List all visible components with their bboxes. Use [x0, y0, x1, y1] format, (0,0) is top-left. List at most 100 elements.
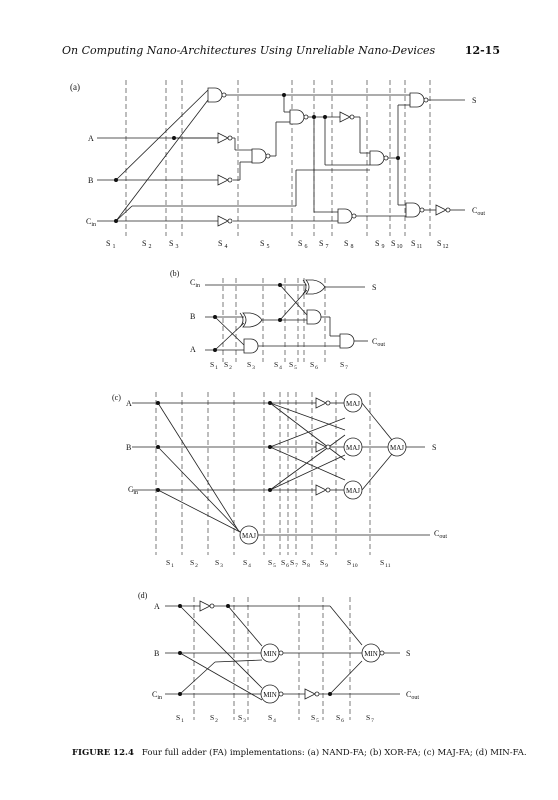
- panel-b-tag: (b): [170, 269, 180, 278]
- figure-caption-text: Four full adder (FA) implementations: (a…: [141, 748, 527, 758]
- running-title: On Computing Nano-Architectures Using Un…: [62, 44, 436, 57]
- stage-label: S11: [380, 558, 391, 569]
- maj-gate-label: MAJ: [346, 400, 360, 408]
- min-gate-label: MIN: [364, 650, 378, 658]
- stage-label: S9: [320, 558, 328, 569]
- stage-label: S6: [336, 713, 344, 724]
- min-gate-label: MIN: [263, 691, 277, 699]
- panel-d-input-cin: Cin: [152, 690, 162, 701]
- panel-d-min-gates: MIN MIN MIN: [260, 643, 385, 704]
- stage-label: S6: [310, 360, 318, 371]
- panel-a-input-b: B: [88, 176, 93, 185]
- panel-d-wires: [165, 605, 400, 701]
- stage-label: S7: [366, 713, 374, 724]
- panel-c: (c): [112, 392, 447, 569]
- panel-a-input-cin: Cin: [86, 217, 96, 228]
- panel-b-wires: [205, 284, 368, 351]
- stage-label: S2: [190, 558, 198, 569]
- panel-a-wires: [97, 89, 465, 222]
- page-number: 12-15: [464, 44, 500, 57]
- panel-c-input-a: A: [126, 399, 132, 408]
- panel-c-output-s: S: [432, 443, 436, 452]
- stage-label: S10: [347, 558, 358, 569]
- maj-gate-label: MAJ: [390, 444, 404, 452]
- stage-label: S3: [238, 713, 246, 724]
- panel-a: (a): [70, 80, 485, 250]
- panel-c-input-cin: Cin: [128, 485, 138, 496]
- stage-label: S4: [243, 558, 251, 569]
- stage-label: S8: [302, 558, 310, 569]
- stage-label: S3: [247, 360, 255, 371]
- stage-label: S1: [166, 558, 174, 569]
- panel-d-input-b: B: [154, 649, 159, 658]
- panel-a-tag: (a): [70, 82, 80, 92]
- stage-label: S4: [268, 713, 276, 724]
- stage-label: S4: [274, 360, 282, 371]
- figure-caption: FIGURE 12.4 Four full adder (FA) implemen…: [72, 748, 527, 758]
- stage-label: S5: [311, 713, 319, 724]
- panel-c-junctions: [156, 401, 272, 492]
- panel-d-junctions: [178, 604, 332, 696]
- maj-gate-label: MAJ: [346, 487, 360, 495]
- panel-d-tag: (d): [138, 591, 148, 600]
- panel-b-input-cin: Cin: [190, 278, 200, 289]
- panel-b-gates: [239, 279, 355, 354]
- panel-c-stage-labels: S1 S2 S3 S4 S5 S6 S7 S8 S9 S10 S11: [166, 558, 391, 569]
- panel-d-inverters: [199, 600, 320, 700]
- panel-d-stage-labels: S1 S2 S3 S4 S5 S6 S7: [176, 713, 374, 724]
- panel-b: (b): [170, 269, 385, 371]
- stage-label: S5: [268, 558, 276, 569]
- panel-d: (d): [138, 591, 419, 724]
- maj-gate-label: MAJ: [346, 444, 360, 452]
- panel-a-output-cout: Cout: [472, 206, 485, 217]
- panel-b-input-a: A: [190, 345, 196, 354]
- panel-d-output-cout: Cout: [406, 690, 419, 701]
- page-header: On Computing Nano-Architectures Using Un…: [62, 44, 500, 58]
- maj-gate-label: MAJ: [242, 532, 256, 540]
- panel-a-gates: [207, 87, 451, 227]
- stage-label: S1: [210, 360, 218, 371]
- panel-d-output-s: S: [406, 649, 410, 658]
- stage-label: S7: [340, 360, 348, 371]
- stage-label: S6: [281, 558, 289, 569]
- panel-a-stage-dividers: [125, 80, 431, 236]
- stage-label: S10: [391, 239, 402, 250]
- stage-label: S1: [176, 713, 184, 724]
- stage-label: S2: [224, 360, 232, 371]
- panel-a-junctions: [114, 93, 400, 223]
- stage-label: S11: [411, 239, 422, 250]
- panel-c-inverters: [315, 397, 331, 496]
- stage-label: S12: [437, 239, 448, 250]
- panel-c-output-cout: Cout: [434, 529, 447, 540]
- panel-b-input-b: B: [190, 312, 195, 321]
- stage-label: S7: [290, 558, 298, 569]
- panel-b-output-cout: Cout: [372, 337, 385, 348]
- panel-c-tag: (c): [112, 393, 121, 402]
- stage-label: S5: [289, 360, 297, 371]
- stage-label: S2: [210, 713, 218, 724]
- panel-d-stage-dividers: [193, 597, 351, 720]
- panel-c-stage-dividers: [155, 392, 371, 555]
- panel-a-input-a: A: [88, 134, 94, 143]
- panel-c-wires: [132, 402, 430, 536]
- panel-b-stage-labels: S1 S2 S3 S4 S5 S6 S7: [210, 360, 348, 371]
- panel-c-input-b: B: [126, 443, 131, 452]
- stage-label: S3: [215, 558, 223, 569]
- panel-b-junctions: [213, 283, 282, 352]
- figure-label: FIGURE 12.4: [72, 748, 134, 758]
- panel-b-output-s: S: [372, 283, 376, 292]
- panel-c-maj-gates: MAJ MAJ MAJ MAJ MAJ: [239, 393, 407, 545]
- panel-d-input-a: A: [154, 602, 160, 611]
- panel-a-output-s: S: [472, 96, 476, 105]
- min-gate-label: MIN: [263, 650, 277, 658]
